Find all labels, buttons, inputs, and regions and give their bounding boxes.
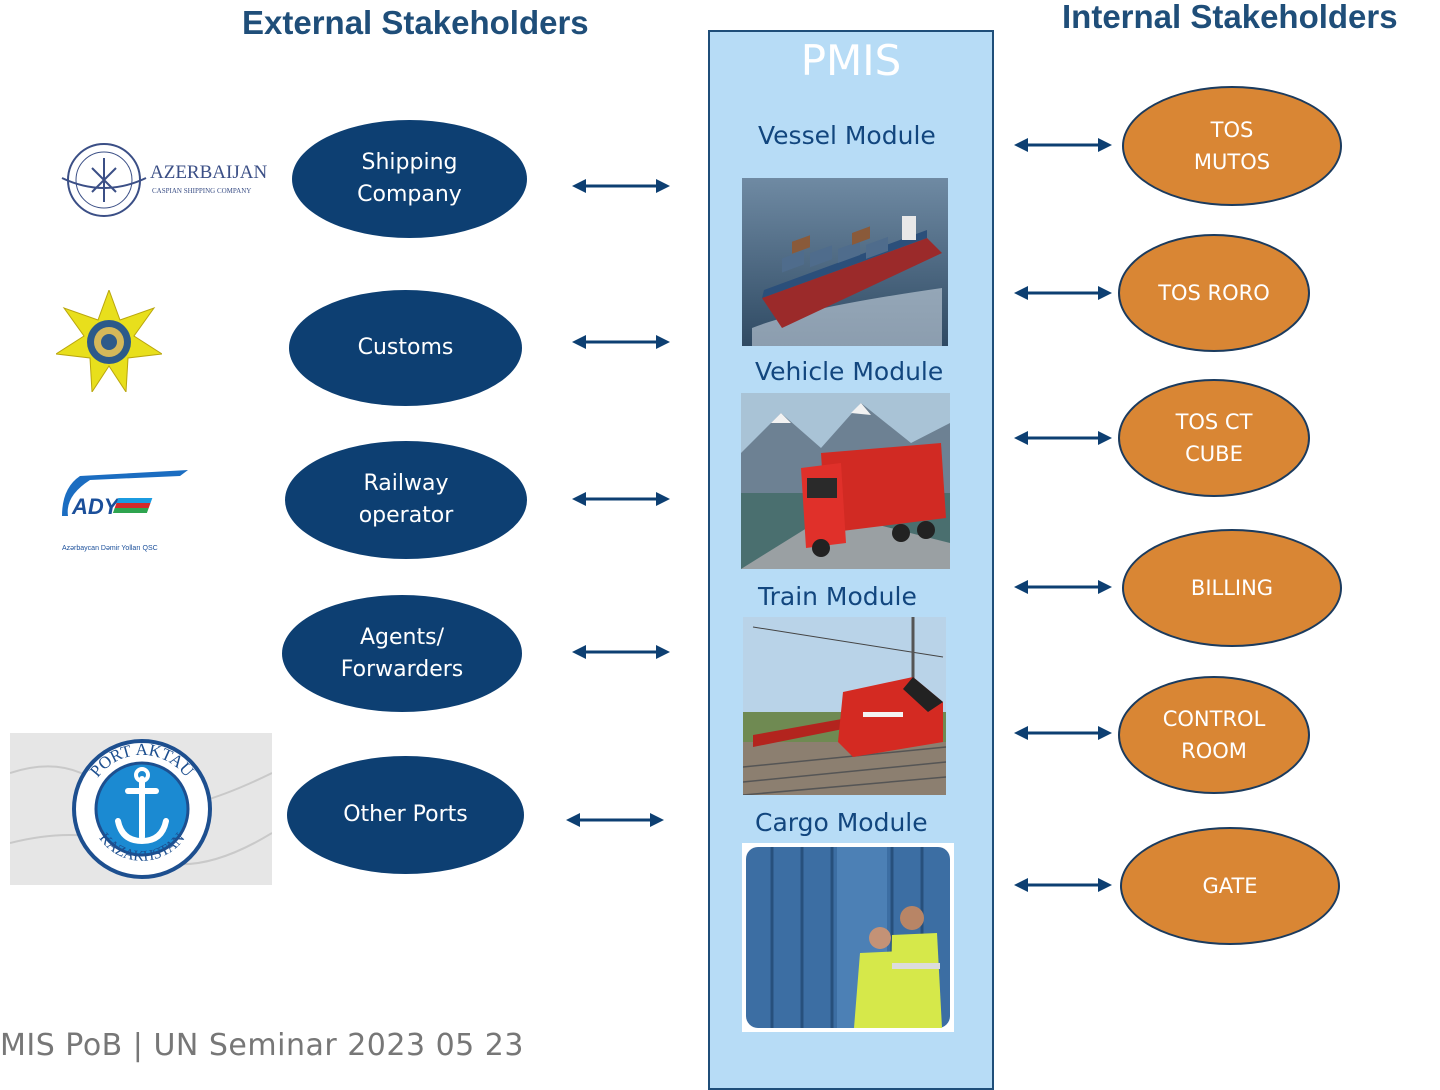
agents-forwarders-node: Agents/ Forwarders [282, 595, 522, 712]
tos-mutos-node: TOS MUTOS [1122, 86, 1342, 206]
other-ports-double-arrow [566, 813, 664, 827]
shipping-double-arrow [572, 179, 670, 193]
truck-image [741, 393, 950, 569]
tos-ct-cube-node: TOS CT CUBE [1118, 379, 1310, 497]
tos-ct-cube-double-arrow [1014, 431, 1112, 445]
train-module-label: Train Module [758, 582, 917, 611]
vessel-module-label: Vessel Module [758, 121, 936, 150]
agents-double-arrow [572, 645, 670, 659]
cargo-image [742, 843, 954, 1032]
azerbaijan-caspian-shipping-logo: AZERBAIJAN CASPIAN SHIPPING COMPANY [52, 138, 272, 222]
port-aktau-logo: PORT AKTAU KAZAKHSTAN [9, 733, 273, 885]
customs-node: Customs [289, 290, 522, 406]
control-room-node: CONTROL ROOM [1118, 676, 1310, 794]
external-stakeholders-heading: External Stakeholders [242, 4, 589, 41]
cargo-module-label: Cargo Module [755, 808, 928, 837]
gate-node: GATE [1120, 827, 1340, 945]
customs-double-arrow [572, 335, 670, 349]
tos-roro-node: TOS RORO [1118, 234, 1310, 352]
ady-logo-text: ADY [71, 494, 121, 519]
ady-logo-subtext: Azərbaycan Dəmir Yolları QSC [62, 545, 158, 552]
tos-mutos-double-arrow [1014, 138, 1112, 152]
billing-double-arrow [1014, 580, 1112, 594]
railway-operator-node: Railway operator [285, 441, 527, 559]
customs-emblem-logo [54, 288, 164, 394]
train-image [743, 617, 946, 795]
railway-double-arrow [572, 492, 670, 506]
vessel-image [742, 178, 948, 346]
azerbaijan-logo-subtext: CASPIAN SHIPPING COMPANY [152, 187, 251, 195]
other-ports-node: Other Ports [287, 756, 524, 874]
control-room-double-arrow [1014, 726, 1112, 740]
vehicle-module-label: Vehicle Module [755, 357, 944, 386]
billing-node: BILLING [1122, 529, 1342, 647]
shipping-company-node: Shipping Company [292, 120, 527, 238]
azerbaijan-logo-text: AZERBAIJAN [150, 162, 267, 183]
internal-stakeholders-heading: Internal Stakeholders [1062, 0, 1398, 35]
pmis-title: PMIS [800, 36, 902, 85]
footer-text: MIS PoB | UN Seminar 2023 05 23 [0, 1028, 524, 1063]
tos-roro-double-arrow [1014, 286, 1112, 300]
ady-railway-logo: ADY Azərbaycan Dəmir Yolları QSC [60, 466, 188, 556]
gate-double-arrow [1014, 878, 1112, 892]
